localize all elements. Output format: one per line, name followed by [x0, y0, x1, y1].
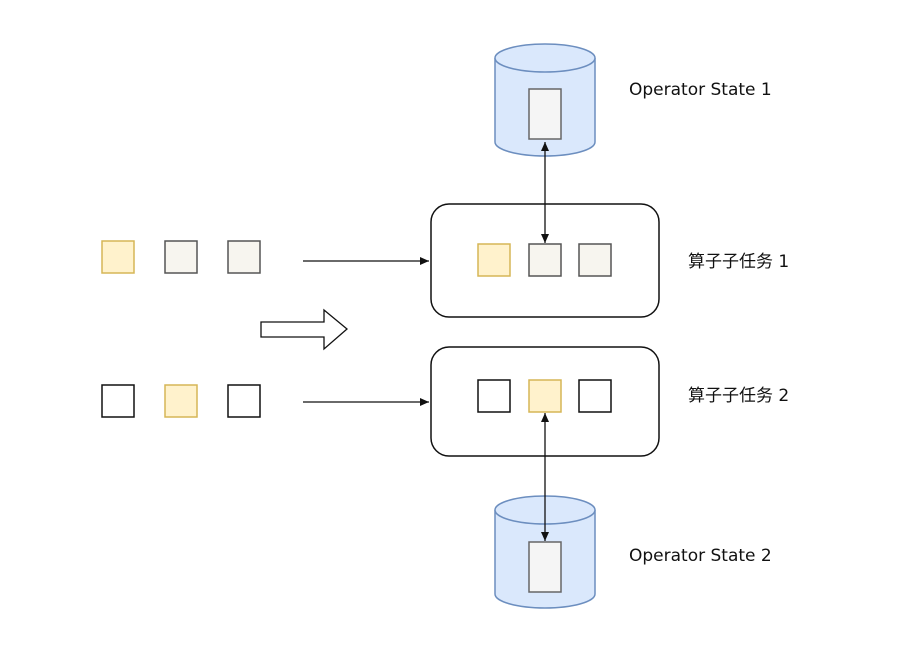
input-1-item-3 — [227, 240, 261, 274]
input-2-item-1 — [101, 384, 135, 418]
task-1-item-3 — [578, 243, 612, 277]
input-1-item-2 — [164, 240, 198, 274]
task-1-item-2 — [528, 243, 562, 277]
operator-state-1-label: Operator State 1 — [629, 80, 772, 100]
flow-block-arrow — [260, 308, 349, 351]
input-1-item-1 — [101, 240, 135, 274]
input-2-item-2 — [164, 384, 198, 418]
task-2-label: 算子子任务 2 — [688, 386, 789, 406]
operator-state-1-cylinder — [494, 43, 596, 157]
state-1-slot — [528, 88, 562, 140]
task-2-item-1 — [477, 379, 511, 413]
task-2-item-2 — [528, 379, 562, 413]
state-2-slot — [528, 541, 562, 593]
task-2-item-3 — [578, 379, 612, 413]
input-2-item-3 — [227, 384, 261, 418]
operator-state-2-label: Operator State 2 — [629, 546, 772, 566]
operator-state-2-cylinder — [494, 495, 596, 609]
task-1-item-1 — [477, 243, 511, 277]
task-1-label: 算子子任务 1 — [688, 252, 789, 272]
